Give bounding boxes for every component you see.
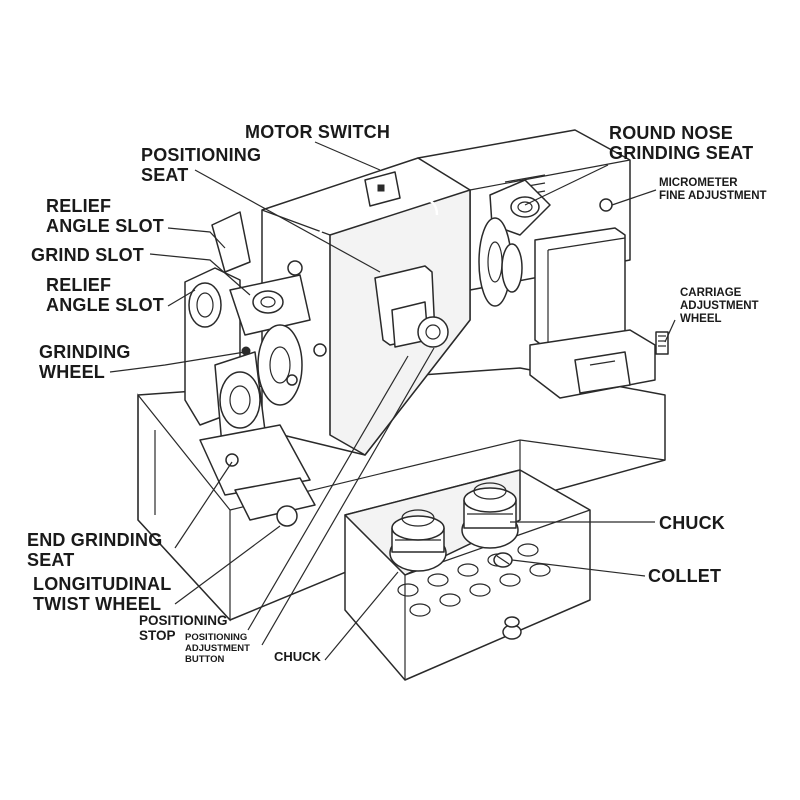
label-chuck-bottom: CHUCK — [274, 649, 321, 664]
leader-twist-wheel — [174, 525, 281, 605]
leader-positioning-seat — [194, 169, 381, 273]
label-longitudinal-twist-wheel: LONGITUDINAL TWIST WHEEL — [33, 574, 172, 615]
leader-micrometer — [611, 189, 657, 206]
label-chuck-right: CHUCK — [659, 513, 725, 533]
motor-switch — [364, 171, 401, 207]
label-grind-slot: GRIND SLOT — [31, 245, 144, 265]
leader-positioning-adjust — [261, 347, 435, 646]
leader-relief-bottom — [167, 289, 196, 307]
leader-carriage — [664, 319, 676, 343]
label-collet: COLLET — [648, 566, 722, 586]
carriage-column — [529, 227, 669, 399]
end-grinding-seat — [199, 351, 316, 527]
label-positioning-adjustment-button: POSITIONING ADJUSTMENT BUTTON — [185, 632, 250, 665]
label-relief-angle-slot-top: RELIEF ANGLE SLOT — [46, 196, 164, 237]
label-relief-angle-slot-bottom: RELIEF ANGLE SLOT — [46, 275, 164, 316]
right-wheel — [478, 217, 523, 307]
leader-end-grinding — [174, 461, 233, 549]
label-micrometer-fine-adjustment: MICROMETER FINE ADJUSTMENT — [659, 177, 767, 202]
label-grinding-wheel: GRINDING WHEEL — [39, 342, 131, 383]
leader-grind-slot — [149, 253, 251, 296]
leader-grinding-wheel — [109, 351, 246, 373]
leader-lines — [109, 141, 676, 661]
label-carriage-adjustment-wheel: CARRIAGE ADJUSTMENT WHEEL — [680, 287, 759, 325]
label-round-nose-grinding-seat: ROUND NOSE GRINDING SEAT — [609, 123, 754, 164]
chuck-right — [461, 482, 519, 549]
leader-round-nose — [524, 164, 609, 206]
leader-relief-top — [167, 227, 226, 249]
leader-motor-switch — [314, 141, 381, 171]
leader-chuck-bottom — [324, 571, 399, 661]
drawer-handle — [502, 616, 522, 640]
micrometer-knob — [599, 198, 613, 212]
label-positioning-stop: POSITIONING STOP — [139, 613, 228, 644]
longitudinal-twist-wheel — [276, 505, 298, 527]
leader-collet — [511, 559, 646, 577]
chuck-left — [389, 509, 447, 572]
collet — [493, 552, 513, 568]
positioning-seat — [374, 265, 449, 348]
label-motor-switch: MOTOR SWITCH — [245, 122, 391, 142]
leader-positioning-stop — [247, 355, 409, 631]
label-end-grinding-seat: END GRINDING SEAT — [27, 530, 163, 571]
grinding-wheel — [257, 324, 303, 406]
label-positioning-seat: POSITIONING SEAT — [141, 145, 262, 186]
carriage-wheel — [655, 331, 669, 355]
